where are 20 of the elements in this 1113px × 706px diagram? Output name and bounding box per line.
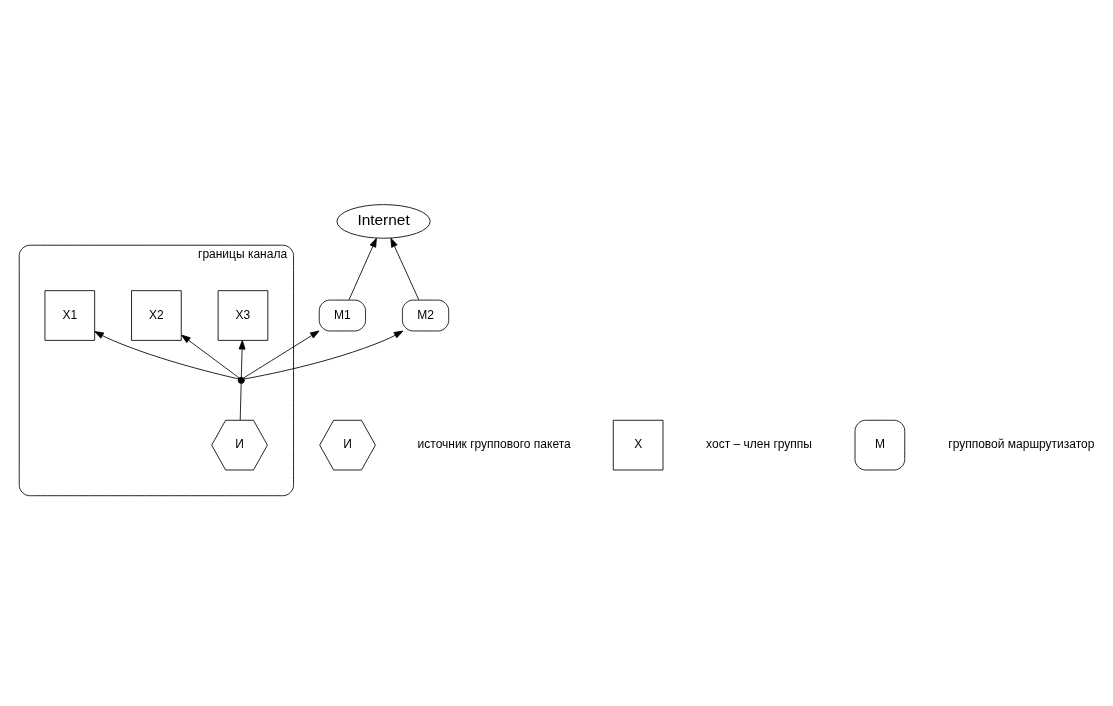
- node-circle: [237, 376, 245, 384]
- node-box: M1: [318, 299, 366, 331]
- arrow: [243, 330, 404, 379]
- node-label: источник группового пакета: [417, 436, 571, 451]
- arrow: [390, 237, 420, 300]
- arrow: [348, 237, 377, 300]
- node-box: X1: [44, 289, 96, 341]
- node-box: X3: [217, 289, 269, 341]
- node-box: X2: [131, 289, 182, 341]
- node-label: групповой маршрутизатор: [948, 436, 1095, 451]
- arrow: [243, 330, 320, 378]
- node-ellipse: Internet: [336, 203, 431, 239]
- node-box: X: [612, 419, 664, 470]
- arrow: [181, 334, 240, 378]
- arrow: [94, 330, 239, 379]
- node-label: хост – член группы: [706, 436, 812, 451]
- node-box: M2: [402, 299, 450, 331]
- connector: [239, 382, 242, 420]
- node-box: M: [854, 419, 906, 470]
- arrow: [238, 339, 246, 377]
